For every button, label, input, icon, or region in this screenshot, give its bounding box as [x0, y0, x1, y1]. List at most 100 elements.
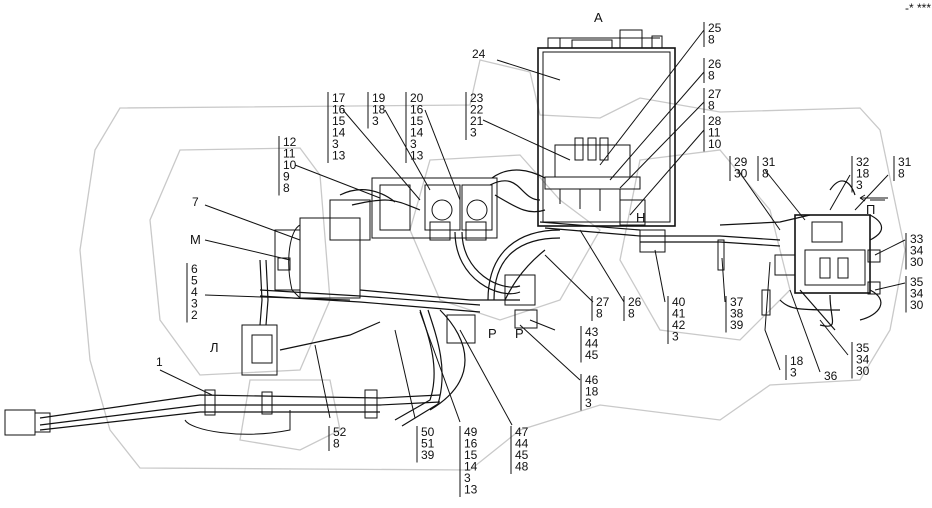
callout-labels: 2425826827828111017161514313191832016151… — [156, 21, 924, 497]
callout-number: 39 — [730, 318, 744, 332]
callout-number: 25 — [708, 21, 722, 35]
callout-number: 18 — [856, 167, 870, 181]
callout-number: 3 — [332, 137, 339, 151]
pipes-horizontal — [259, 214, 811, 313]
callout-number: 36 — [824, 369, 838, 383]
callout-number: 3 — [470, 126, 477, 140]
callout-number: 45 — [515, 448, 529, 462]
callout-number: 46 — [585, 373, 599, 387]
callout-18: 183 — [785, 354, 804, 380]
callout-number: 20 — [410, 91, 424, 105]
callout-number: 37 — [730, 295, 744, 309]
callout-7: 7 — [192, 195, 199, 209]
callout-number: 39 — [421, 448, 435, 462]
callout-number: 32 — [856, 155, 870, 169]
callout-number: 50 — [421, 425, 435, 439]
corner-mark: -* *** — [905, 1, 931, 15]
callout-number: 35 — [856, 341, 870, 355]
callout-24: 24 — [472, 47, 486, 61]
callout-number: 35 — [910, 275, 924, 289]
callout-number: 15 — [410, 114, 424, 128]
callout-number: 45 — [585, 348, 599, 362]
view-r2-letter: Р — [515, 326, 524, 341]
pump-assembly — [371, 169, 546, 241]
callout-number: 18 — [790, 354, 804, 368]
callout-number: 26 — [628, 295, 642, 309]
view-p-arrow — [859, 194, 888, 202]
callout-number: 10 — [708, 137, 722, 151]
callout-number: 8 — [628, 307, 635, 321]
callout-36: 36 — [824, 369, 838, 383]
leader-lines — [159, 29, 906, 426]
callout-number: 8 — [596, 307, 603, 321]
view-m-letter: М — [190, 232, 201, 247]
cylinder-left — [274, 189, 421, 299]
callout-number: 15 — [332, 114, 346, 128]
valve-block — [544, 137, 641, 211]
callout-number: 3 — [372, 114, 379, 128]
callout-number: 17 — [332, 91, 346, 105]
callout-number: 21 — [470, 114, 484, 128]
callout-number: 1 — [156, 355, 163, 369]
callout-number: 44 — [585, 337, 599, 351]
callout-number: 34 — [856, 353, 870, 367]
callout-number: 13 — [332, 149, 346, 163]
callout-number: 5 — [191, 274, 198, 288]
callout-number: 52 — [333, 425, 347, 439]
callout-number: 10 — [283, 158, 297, 172]
callout-1: 1 — [156, 355, 163, 369]
bottom-pipes — [4, 389, 441, 436]
callout-31a: 318 — [757, 155, 776, 181]
callout-number: 7 — [192, 195, 199, 209]
callout-number: 31 — [762, 155, 776, 169]
callout-number: 23 — [470, 91, 484, 105]
small-parts — [446, 199, 771, 344]
callout-number: 18 — [585, 385, 599, 399]
callout-number: 8 — [898, 167, 905, 181]
callout-number: 22 — [470, 103, 484, 117]
callout-number: 38 — [730, 307, 744, 321]
callout-number: 48 — [515, 460, 529, 474]
callout-number: 6 — [191, 262, 198, 276]
callout-number: 8 — [333, 437, 340, 451]
callout-number: 18 — [372, 103, 386, 117]
callout-26a: 268 — [703, 57, 722, 83]
callout-number: 24 — [472, 47, 486, 61]
callout-number: 12 — [283, 135, 297, 149]
callout-number: 16 — [332, 103, 346, 117]
callout-number: 16 — [464, 437, 478, 451]
callout-number: 8 — [708, 69, 715, 83]
callout-number: 40 — [672, 295, 686, 309]
callout-number: 14 — [332, 126, 346, 140]
callout-number: 11 — [283, 147, 296, 161]
callout-number: 13 — [464, 483, 478, 497]
callout-number: 27 — [596, 295, 610, 309]
callout-number: 27 — [708, 87, 722, 101]
callout-number: 19 — [372, 91, 386, 105]
callout-31b: 318 — [893, 155, 912, 181]
callout-27b: 278 — [591, 295, 610, 321]
callout-number: 15 — [464, 448, 478, 462]
callout-number: 33 — [910, 232, 924, 246]
callout-number: 42 — [672, 318, 686, 332]
callout-number: 8 — [708, 33, 715, 47]
callout-number: 31 — [898, 155, 912, 169]
callout-number: 3 — [464, 471, 471, 485]
hydraulic-tank — [537, 29, 676, 227]
callout-number: 51 — [421, 437, 435, 451]
